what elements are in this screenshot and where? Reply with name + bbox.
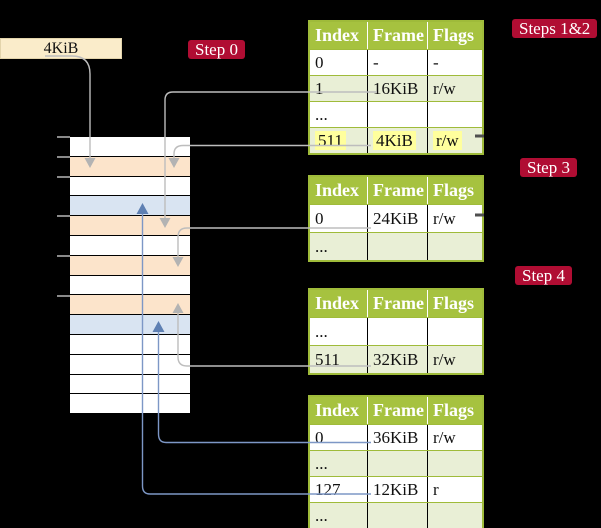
cell-flags: [427, 233, 482, 260]
memory-stack: [70, 137, 190, 415]
cell-index: ...: [315, 237, 328, 256]
column-header-flags: Flags: [427, 290, 482, 317]
memory-row-white: [70, 374, 190, 395]
cell-index: 511: [310, 128, 367, 153]
table-row: 0 - -: [310, 49, 482, 75]
table-row-ellipsis: ...: [310, 450, 482, 476]
cell-frame: 16KiB: [367, 76, 427, 101]
column-header-flags: Flags: [427, 22, 482, 49]
table-row-ellipsis: ...: [310, 101, 482, 127]
column-header-frame: Frame: [367, 177, 427, 204]
frame-address-box: 4KiB: [0, 38, 122, 59]
table-row: 0 36KiB r/w: [310, 424, 482, 450]
page-table-leaf: Index Frame Flags 0 36KiB r/w ... 127 12…: [308, 395, 484, 528]
cell-index: 511: [315, 350, 340, 369]
cell-frame: [367, 318, 427, 345]
page-table-level-top: Index Frame Flags 0 - - 1 16KiB r/w ... …: [308, 20, 484, 155]
memory-row-white: [70, 354, 190, 375]
column-header-flags: Flags: [427, 177, 482, 204]
highlight-index: 511: [315, 131, 346, 150]
cell-index: 0: [315, 53, 324, 72]
cell-frame: [367, 503, 427, 528]
page-table-level-3: Index Frame Flags ... 511 32KiB r/w: [308, 288, 484, 375]
address-tick: [57, 176, 70, 178]
cell-index: 0: [315, 209, 324, 228]
cell-index: ...: [315, 322, 328, 341]
cell-frame: -: [367, 50, 427, 75]
address-tick: [57, 136, 70, 138]
cell-frame: [367, 451, 427, 476]
memory-row-white: [70, 275, 190, 296]
table-row-highlighted: 511 4KiB r/w: [310, 127, 482, 153]
memory-row-peach: [70, 156, 190, 177]
memory-row-white: [70, 137, 190, 157]
address-tick: [57, 156, 70, 158]
column-header-index: Index: [315, 400, 360, 420]
memory-row-peach: [70, 255, 190, 276]
address-tick: [57, 215, 70, 217]
cell-frame: 4KiB: [367, 128, 427, 153]
cell-index: ...: [315, 454, 328, 473]
highlight-frame: 4KiB: [373, 131, 416, 150]
cell-frame: 24KiB: [367, 205, 427, 232]
cell-index: 127: [315, 480, 341, 499]
table-header-row: Index Frame Flags: [310, 397, 482, 424]
memory-row-blue: [70, 315, 190, 335]
cell-index: ...: [315, 506, 328, 525]
steps-1-2-label: Steps 1&2: [512, 19, 598, 38]
cell-flags: r/w: [427, 346, 482, 373]
table-row: 511 32KiB r/w: [310, 345, 482, 373]
cell-flags: [427, 318, 482, 345]
step-0-label: Step 0: [188, 40, 245, 59]
cell-flags: [427, 503, 482, 528]
table-row: 1 16KiB r/w: [310, 75, 482, 101]
cell-flags: r/w: [427, 205, 482, 232]
step-4-label: Step 4: [515, 266, 572, 285]
memory-row-peach: [70, 216, 190, 236]
table-row: 127 12KiB r: [310, 476, 482, 502]
table-row-ellipsis: ...: [310, 502, 482, 528]
cell-flags: [427, 451, 482, 476]
table-header-row: Index Frame Flags: [310, 177, 482, 204]
table-row-ellipsis: ...: [310, 317, 482, 345]
table-header-row: Index Frame Flags: [310, 290, 482, 317]
table-row-ellipsis: ...: [310, 232, 482, 260]
column-header-index: Index: [315, 293, 360, 313]
column-header-frame: Frame: [367, 22, 427, 49]
column-header-index: Index: [315, 25, 360, 45]
column-header-index: Index: [315, 180, 360, 200]
page-table-level-2: Index Frame Flags 0 24KiB r/w ...: [308, 175, 484, 262]
column-header-frame: Frame: [367, 290, 427, 317]
cell-frame: 32KiB: [367, 346, 427, 373]
memory-row-white: [70, 334, 190, 355]
column-header-frame: Frame: [367, 397, 427, 424]
cell-flags: r/w: [427, 76, 482, 101]
memory-row-white: [70, 176, 190, 197]
address-tick: [57, 255, 70, 257]
memory-row-white: [70, 394, 190, 415]
cell-frame: 36KiB: [367, 425, 427, 450]
memory-row-white: [70, 235, 190, 256]
cell-flags: -: [427, 50, 482, 75]
cell-frame: [367, 102, 427, 127]
cell-flags: r: [427, 477, 482, 502]
cell-flags: r/w: [427, 128, 482, 153]
column-header-flags: Flags: [427, 397, 482, 424]
highlight-flags: r/w: [433, 131, 462, 150]
memory-row-peach: [70, 295, 190, 316]
cell-index: 1: [315, 79, 324, 98]
cell-frame: [367, 233, 427, 260]
step-3-label: Step 3: [520, 158, 577, 177]
cell-flags: r/w: [427, 425, 482, 450]
address-tick: [57, 295, 70, 297]
cell-index: 0: [315, 428, 324, 447]
table-header-row: Index Frame Flags: [310, 22, 482, 49]
table-row: 0 24KiB r/w: [310, 204, 482, 232]
cell-frame: 12KiB: [367, 477, 427, 502]
cell-flags: [427, 102, 482, 127]
cell-index: ...: [315, 105, 328, 124]
memory-row-blue: [70, 196, 190, 217]
